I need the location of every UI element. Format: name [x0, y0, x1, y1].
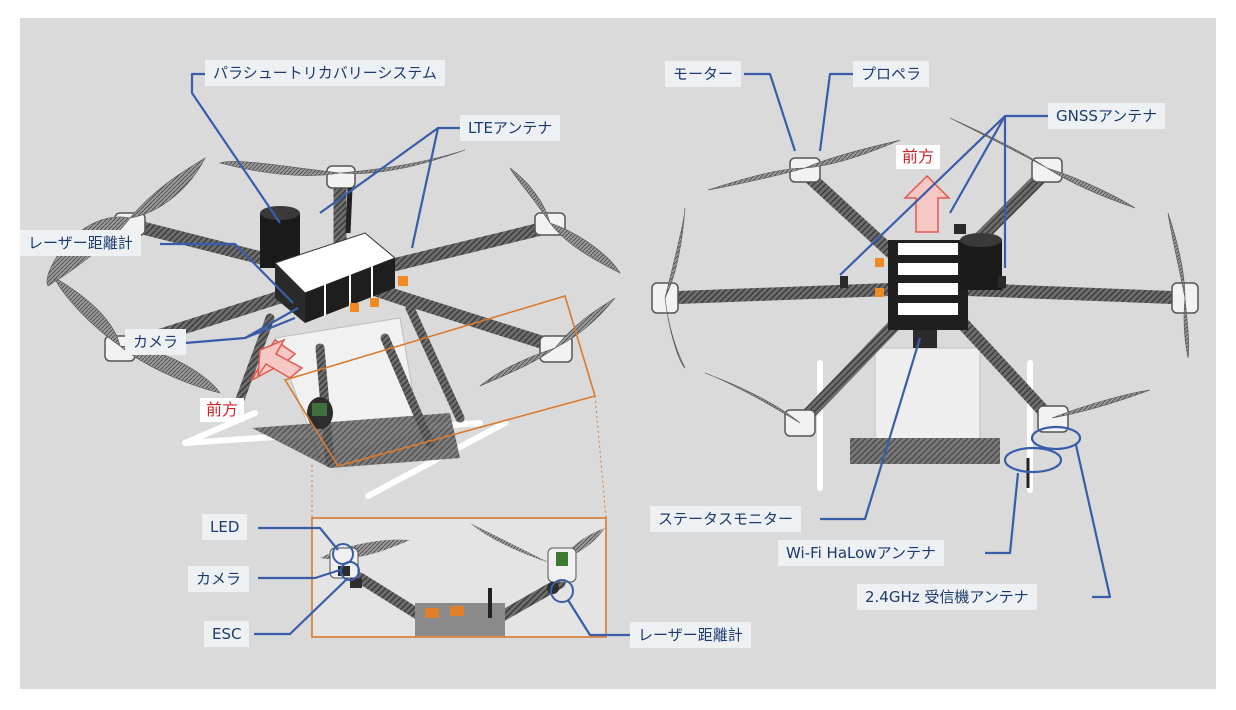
diagram-canvas: パラシュートリカバリーシステム LTEアンテナ レーザー距離計 カメラ 前方 L…: [20, 18, 1216, 689]
right-drone: [651, 117, 1199, 493]
left-drone: [46, 149, 621, 499]
label-lte-antenna: LTEアンテナ: [460, 115, 561, 141]
label-front-left: 前方: [200, 398, 245, 422]
label-wifi-halow-antenna: Wi-Fi HaLowアンテナ: [778, 540, 944, 566]
label-receiver-antenna: 2.4GHz 受信機アンテナ: [857, 584, 1037, 610]
inset-closeup: [313, 519, 605, 636]
label-laser-rangefinder-left: レーザー距離計: [20, 230, 141, 256]
label-front-right: 前方: [896, 145, 941, 169]
label-laser-rangefinder-inset: レーザー距離計: [630, 622, 751, 648]
label-status-monitor: ステータスモニター: [650, 506, 802, 532]
label-camera-inset: カメラ: [188, 566, 250, 592]
front-arrow-right: [903, 174, 951, 233]
label-parachute-recovery: パラシュートリカバリーシステム: [205, 60, 445, 86]
label-esc: ESC: [204, 621, 250, 647]
label-camera-left: カメラ: [125, 329, 187, 355]
label-led: LED: [202, 514, 248, 540]
label-gnss-antenna: GNSSアンテナ: [1048, 103, 1166, 129]
leader-lines: [160, 72, 1112, 637]
label-motor: モーター: [665, 61, 742, 87]
label-propeller: プロペラ: [853, 61, 930, 87]
